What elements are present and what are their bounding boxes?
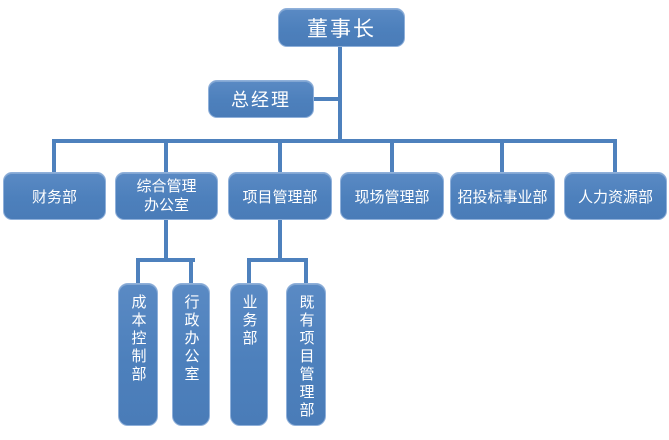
connector-admin-office-vertical (164, 220, 168, 262)
node-admin-office-label-line2: 办公室 (143, 197, 189, 214)
node-general-manager: 总经理 (208, 80, 314, 118)
node-existing-project-mgmt-dept-label: 既有项目管理部 (297, 294, 315, 420)
connector-project-mgmt-bus (247, 258, 308, 262)
node-chairman-label: 董事长 (307, 17, 376, 41)
connector-chairman-vertical (338, 47, 342, 143)
connector-general-manager (312, 97, 340, 101)
node-bidding-dept: 招投标事业部 (450, 172, 555, 220)
node-site-mgmt-dept: 现场管理部 (340, 172, 444, 220)
connector-drop-project-mgmt (278, 139, 282, 172)
connector-drop-admin-office (164, 139, 168, 172)
node-administrative-office: 行政办公室 (172, 283, 210, 426)
connector-drop-hr (613, 139, 617, 172)
node-hr-dept-label: 人力资源部 (577, 188, 653, 206)
connector-drop-finance (52, 139, 56, 172)
node-project-mgmt-dept: 项目管理部 (228, 172, 332, 220)
connector-drop-site-mgmt (390, 139, 394, 172)
connector-drop-administrative-office (189, 258, 193, 283)
node-bidding-dept-label: 招投标事业部 (457, 188, 548, 206)
connector-drop-business-dept (247, 258, 251, 283)
node-site-mgmt-dept-label: 现场管理部 (354, 188, 430, 206)
node-existing-project-mgmt-dept: 既有项目管理部 (286, 283, 326, 426)
node-cost-control-dept-label: 成本控制部 (129, 294, 147, 384)
node-general-manager-label: 总经理 (231, 90, 291, 110)
connector-project-mgmt-vertical (278, 220, 282, 262)
node-chairman: 董事长 (278, 8, 405, 47)
connector-level3-bus (52, 139, 617, 143)
node-business-dept-label: 业务部 (240, 294, 258, 348)
connector-drop-existing-project (304, 258, 308, 283)
node-finance-dept-label: 财务部 (31, 188, 77, 206)
node-administrative-office-label: 行政办公室 (182, 294, 200, 384)
node-finance-dept: 财务部 (3, 172, 106, 220)
node-admin-office: 综合管理 办公室 (115, 172, 218, 220)
connector-drop-bidding (500, 139, 504, 172)
node-business-dept: 业务部 (230, 283, 268, 426)
node-cost-control-dept: 成本控制部 (118, 283, 158, 426)
node-project-mgmt-dept-label: 项目管理部 (242, 188, 318, 206)
node-hr-dept: 人力资源部 (564, 172, 667, 220)
connector-admin-office-bus (136, 258, 195, 262)
node-admin-office-label-line1: 综合管理 (136, 178, 197, 195)
connector-drop-cost-control (136, 258, 140, 283)
